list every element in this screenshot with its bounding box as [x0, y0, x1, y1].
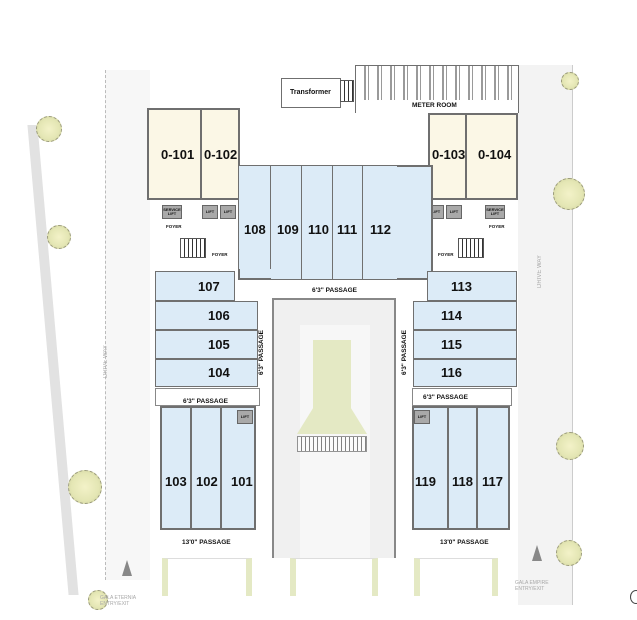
shop-label: 117	[482, 474, 503, 489]
shop-106	[155, 301, 258, 330]
lift: LIFT	[202, 205, 218, 219]
front-planter	[162, 558, 252, 596]
foyer-label: FOYER	[166, 224, 182, 229]
divider	[476, 408, 478, 528]
shop-label: 115	[441, 337, 462, 352]
shop-label: 110	[308, 222, 329, 237]
shop-113	[427, 271, 517, 301]
shop-110	[302, 166, 333, 279]
shop-label: 113	[451, 279, 472, 294]
bottom-left-shops	[160, 406, 256, 530]
tree-icon	[68, 470, 102, 504]
office-0-101	[147, 108, 203, 200]
front-planter	[290, 558, 378, 596]
tree-icon	[556, 540, 582, 566]
foyer-label: FOYER	[438, 252, 454, 257]
transformer-label: Transformer	[290, 89, 331, 96]
shop-116	[413, 359, 517, 387]
passage-label: 6'3" PASSAGE	[183, 398, 228, 405]
lift: LIFT	[414, 410, 430, 424]
passage-label: 13'0" PASSAGE	[182, 539, 231, 546]
left-path	[27, 125, 79, 595]
meter-room-floor	[355, 100, 519, 113]
shop-label: 108	[244, 222, 266, 237]
shop-114	[413, 301, 517, 330]
landscape-lawn	[313, 340, 351, 410]
office-label: 0-104	[478, 147, 512, 162]
drive-way-left-label: DRIVE WAY	[103, 345, 109, 379]
shop-label: 103	[165, 474, 187, 489]
lift: LIFT	[237, 410, 253, 424]
shop-label: 119	[415, 474, 436, 489]
meter-room-label: METER ROOM	[412, 102, 457, 109]
left-stair	[180, 238, 206, 258]
service-lift: SERVICE LIFT	[485, 205, 505, 219]
transformer-stair	[340, 80, 354, 102]
shop-label: 104	[208, 365, 230, 380]
shop-109	[271, 166, 302, 279]
shop-label: 114	[441, 308, 462, 323]
divider	[220, 408, 222, 528]
shop-label: 105	[208, 337, 230, 352]
office-label: 0-103	[432, 147, 466, 162]
tree-icon	[47, 225, 71, 249]
front-planter	[414, 558, 498, 596]
passage-label: 6'3" PASSAGE	[423, 394, 468, 401]
passage-label: 6'3" PASSAGE	[258, 330, 265, 375]
shop-label: 106	[208, 308, 230, 323]
office-0-104	[465, 113, 518, 200]
shop-label: 118	[452, 474, 473, 489]
shop-label: 111	[337, 222, 358, 237]
office-0-102	[200, 108, 240, 200]
north-arrow-icon	[532, 545, 542, 561]
shop-label: 101	[231, 474, 253, 489]
left-driveway	[105, 70, 150, 580]
service-lift: SERVICE LIFT	[162, 205, 182, 219]
tree-icon	[88, 590, 108, 610]
transformer-room: Transformer	[281, 78, 341, 108]
entry-right-label: GALA EMPIRE ENTRY/EXIT	[515, 580, 549, 592]
shop-label: 102	[196, 474, 218, 489]
entry-left-label: GALA ETERNIA ENTRY/EXIT	[100, 595, 136, 607]
tree-icon	[553, 178, 585, 210]
shop-112	[363, 166, 397, 279]
shop-105	[155, 330, 258, 359]
foyer-label: FOYER	[212, 252, 228, 257]
passage-label: 6'3" PASSAGE	[312, 287, 357, 294]
shop-label: 112	[370, 222, 391, 237]
left-horizontal-passage	[155, 388, 260, 406]
office-label: 0-102	[204, 147, 238, 162]
lift: LIFT	[446, 205, 462, 219]
tree-icon	[36, 116, 62, 142]
lift: LIFT	[220, 205, 236, 219]
bottom-right-shops	[412, 406, 510, 530]
shop-108	[239, 166, 271, 269]
passage-label: 13'0" PASSAGE	[440, 539, 489, 546]
shop-label: 107	[198, 279, 220, 294]
right-driveway	[518, 65, 573, 605]
office-label: 0-101	[161, 147, 195, 162]
tree-icon	[556, 432, 584, 460]
drive-way-right-label: DRIVE WAY	[537, 255, 543, 289]
passage-label: 6'3" PASSAGE	[401, 330, 408, 375]
shop-label: 116	[441, 365, 462, 380]
tree-icon	[561, 72, 579, 90]
foyer-label: FOYER	[489, 224, 505, 229]
compass-icon	[630, 590, 637, 604]
divider	[190, 408, 192, 528]
courtyard-steps	[297, 436, 367, 452]
shop-111	[333, 166, 363, 279]
top-passage	[240, 280, 410, 298]
shop-107	[155, 271, 235, 301]
shop-104	[155, 359, 258, 387]
right-horizontal-passage	[412, 388, 512, 406]
divider	[447, 408, 449, 528]
right-stair	[458, 238, 484, 258]
shop-label: 109	[277, 222, 299, 237]
shop-115	[413, 330, 517, 359]
north-arrow-icon	[122, 560, 132, 576]
